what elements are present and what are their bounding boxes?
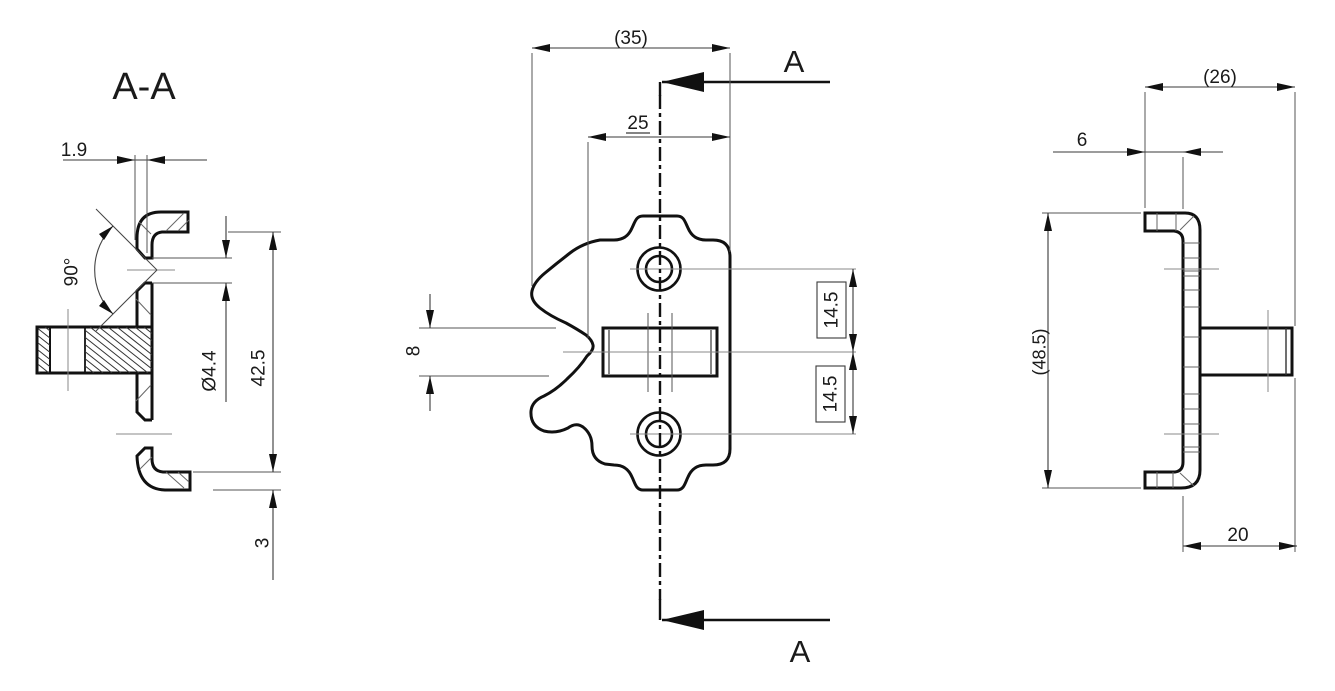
front-centerlines [563, 268, 856, 435]
dim-8: 8 [404, 294, 556, 411]
side-view: (26) 6 (48.5) 20 [1029, 67, 1297, 552]
dim-20-label: 20 [1227, 525, 1248, 546]
dim-42-5: 42.5 [193, 231, 281, 473]
dim-hole-label: Ø4.4 [200, 350, 221, 392]
cutting-plane: A A [658, 44, 830, 669]
section-bottom-flange [135, 446, 192, 492]
dim-26-label: (26) [1203, 67, 1237, 88]
dim-14-5-top-label: 14.5 [822, 292, 843, 329]
dim-35: (35) [531, 28, 731, 286]
side-flange-ticks [1156, 213, 1195, 488]
section-title: A-A [112, 66, 176, 108]
dim-42-5-label: 42.5 [249, 350, 270, 387]
dim-25: 25 [587, 113, 730, 338]
section-marker-bottom: A [790, 634, 811, 669]
front-view: A A (35) 25 8 [404, 28, 857, 669]
dim-14-5-top: 14.5 [816, 269, 857, 352]
dim-1-9: 1.9 [61, 140, 207, 253]
dim-6-label: 6 [1077, 130, 1088, 151]
section-marker-top: A [784, 44, 805, 79]
side-pin [1198, 326, 1294, 377]
dim-20: 20 [1182, 378, 1297, 552]
section-centerlines [67, 269, 175, 435]
dim-14-5-top-frame [816, 281, 847, 339]
dim-90deg: 90° [62, 208, 158, 332]
section-pin [35, 325, 154, 375]
dim-6: 6 [1053, 130, 1223, 209]
dim-48-5-label: (48.5) [1029, 328, 1049, 375]
section-top-flange [135, 210, 190, 260]
section-arrow-top-head [662, 72, 704, 92]
section-bend-ticks [135, 212, 190, 489]
dim-26: (26) [1144, 67, 1296, 326]
dim-1-9-label: 1.9 [61, 140, 87, 161]
side-profile-outline [1143, 211, 1202, 490]
dim-90deg-label: 90° [62, 258, 83, 287]
side-web-ticks [1183, 242, 1200, 453]
dim-25-label: 25 [627, 113, 648, 134]
dim-35-label: (35) [614, 28, 648, 49]
section-view: A-A [35, 66, 281, 580]
front-plate-outline [529, 214, 732, 492]
dim-48-5: (48.5) [1029, 212, 1141, 489]
dim-hole-dia: Ø4.4 [152, 216, 232, 402]
side-centerlines [1164, 268, 1219, 435]
section-arrow-bottom-head [662, 610, 704, 630]
dim-14-5-bottom: 14.5 [815, 352, 857, 434]
dim-14-5-bottom-frame [815, 365, 846, 423]
dim-14-5-bottom-label: 14.5 [821, 376, 842, 413]
pin-section-hatch [38, 327, 152, 373]
dim-3: 3 [213, 489, 281, 580]
dim-8-label: 8 [404, 346, 425, 357]
dim-3-label: 3 [253, 538, 274, 549]
section-part-outline [35, 210, 192, 492]
